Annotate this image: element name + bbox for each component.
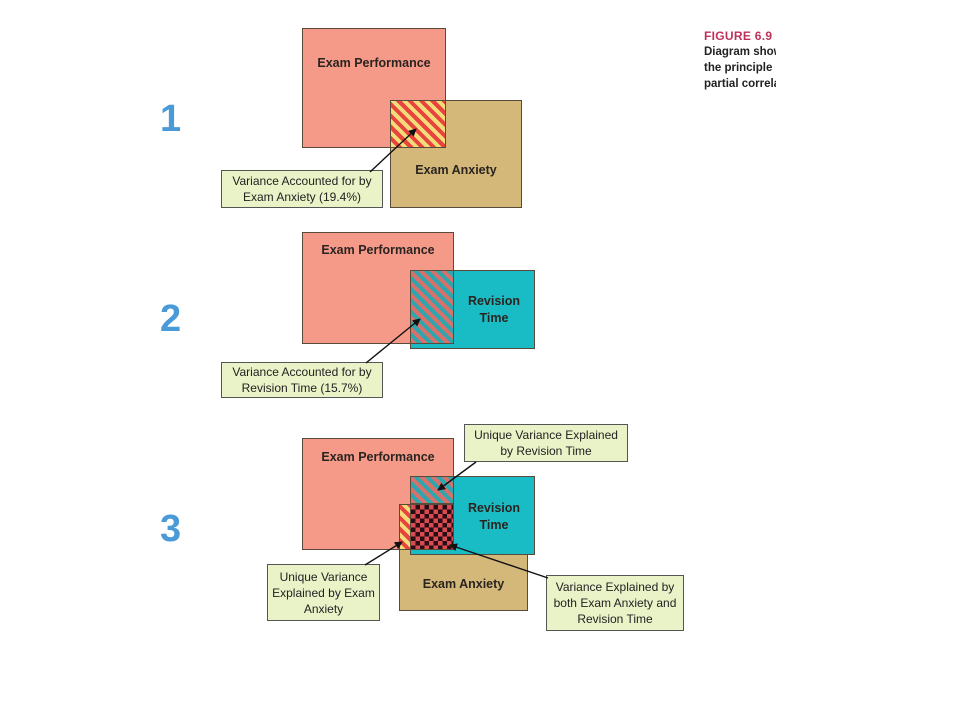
figure-caption: FIGURE 6.9 Diagram showi the principle o… — [704, 28, 776, 92]
caption-line: Diagram showi — [704, 46, 776, 58]
arrow-unique-revision — [437, 461, 477, 491]
arrow-unique-anxiety — [364, 541, 403, 566]
callout-revision-variance: Variance Accounted for by Revision Time … — [221, 362, 383, 398]
arrow-panel2 — [365, 318, 421, 364]
caption-line: the principle of — [704, 62, 776, 74]
panel-number-2: 2 — [160, 298, 182, 340]
overlap-revision-region — [410, 270, 454, 344]
exam-anxiety-label: Exam Anxiety — [422, 577, 505, 591]
arrow-panel1 — [369, 128, 417, 173]
revision-time-label: Revision Time — [467, 294, 521, 325]
revision-time-label: Revision Time — [467, 501, 521, 532]
exam-performance-box — [302, 28, 446, 148]
exam-performance-label: Exam Performance — [321, 243, 435, 257]
unique-revision-region — [410, 476, 454, 504]
callout-shared-variance: Variance Explained by both Exam Anxiety … — [546, 575, 684, 631]
shared-variance-region — [410, 504, 454, 550]
exam-anxiety-label: Exam Anxiety — [415, 163, 497, 177]
callout-unique-revision: Unique Variance Explained by Revision Ti… — [464, 424, 628, 462]
caption-line: partial correlati — [704, 78, 776, 90]
overlap-anxiety-region — [390, 100, 446, 148]
arrow-shared-variance — [449, 543, 549, 579]
callout-anxiety-variance: Variance Accounted for by Exam Anxiety (… — [221, 170, 383, 208]
exam-performance-label: Exam Performance — [321, 450, 435, 464]
exam-performance-label: Exam Performance — [317, 56, 431, 70]
figure-label: FIGURE 6.9 — [704, 29, 773, 43]
callout-unique-anxiety: Unique Variance Explained by Exam Anxiet… — [267, 564, 380, 621]
panel-number-1: 1 — [160, 98, 182, 140]
panel-number-3: 3 — [160, 508, 182, 550]
